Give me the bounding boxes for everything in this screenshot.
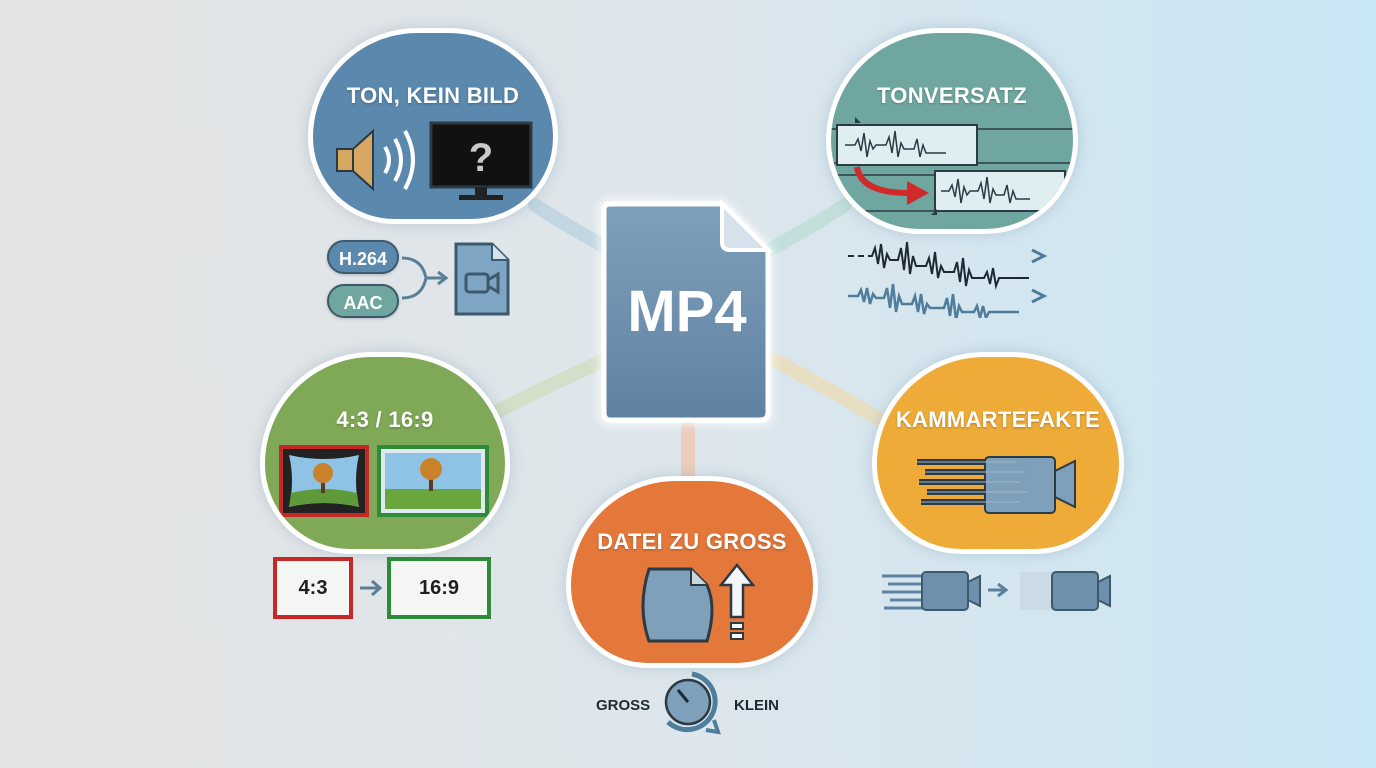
codec-audio-pill: AAC xyxy=(327,284,399,318)
waveform-offset-icon xyxy=(831,117,1073,215)
speaker-icon xyxy=(336,128,415,192)
codec-video-pill: H.264 xyxy=(327,240,399,274)
comb-camera-icon xyxy=(917,456,1076,514)
compression-dial-icon xyxy=(664,671,721,735)
deinterlace-icon xyxy=(882,571,1111,611)
bloated-file-icon xyxy=(641,567,714,643)
topic-audio-no-video: TON, KEIN BILD ? xyxy=(308,28,558,224)
arrow-right-icon xyxy=(360,579,383,597)
topic-title: KAMMARTEFAKTE xyxy=(895,407,1101,432)
video-file-icon xyxy=(454,242,510,316)
svg-text:?: ? xyxy=(469,136,493,180)
topic-aspect-ratio: 4:3 / 16:9 xyxy=(260,352,510,554)
topic-title: TONVERSATZ xyxy=(876,83,1028,108)
ratio-to-box: 16:9 xyxy=(387,557,491,619)
ratio-from-box: 4:3 xyxy=(273,557,353,619)
widescreen-image-icon xyxy=(377,445,489,517)
stretched-image-icon xyxy=(279,445,369,517)
merge-arrow-icon xyxy=(401,256,449,300)
topic-file-too-large: DATEI ZU GROSS xyxy=(566,476,818,668)
waveform-sync-icon xyxy=(848,241,1048,318)
topic-audio-offset: TONVERSATZ xyxy=(826,28,1078,234)
center-label: MP4 xyxy=(627,279,747,344)
topic-comb-artifacts: KAMMARTEFAKTE xyxy=(872,352,1124,554)
topic-title: TON, KEIN BILD xyxy=(346,83,520,108)
monitor-question-icon: ? xyxy=(429,121,533,200)
topic-title: DATEI ZU GROSS xyxy=(597,529,787,554)
compression-from-label: GROSS xyxy=(596,697,651,714)
mp4-file-icon: MP4 xyxy=(592,190,782,432)
topic-title: 4:3 / 16:9 xyxy=(336,407,434,432)
size-up-arrow-icon xyxy=(719,562,755,640)
compression-to-label: KLEIN xyxy=(734,697,779,714)
